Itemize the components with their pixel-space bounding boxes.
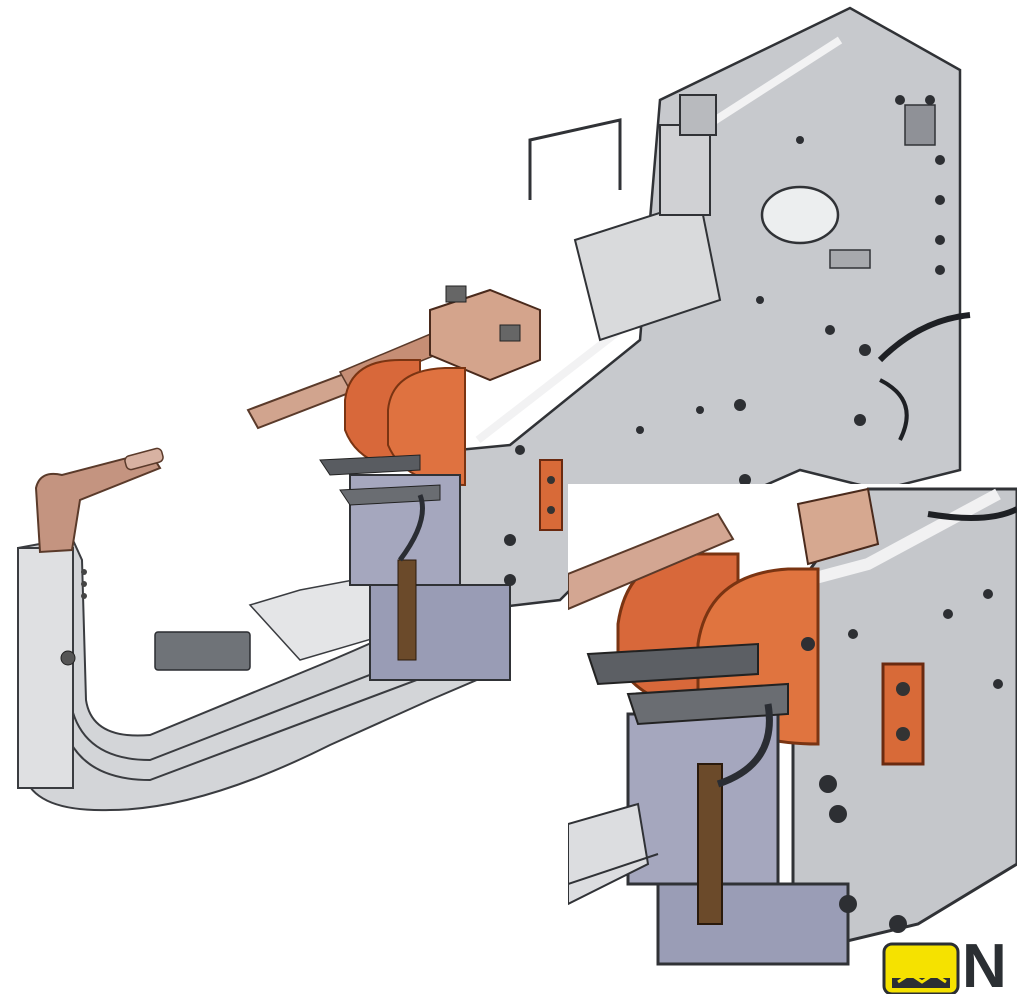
cylinder [573,94,722,342]
brand-logo-mark-icon [882,942,960,996]
detail-inset-illustration [568,484,1017,994]
copper-shunt [344,359,466,487]
transformer-block [319,454,511,681]
lower-electrode [34,447,164,554]
detail-inset [568,484,1017,994]
copper-terminal [539,459,563,531]
brand-logo-letter: N [962,932,1007,1001]
clamp-block [429,285,541,382]
plate-bolts [504,95,945,586]
hoses [877,312,971,441]
brand-logo: N [882,936,1017,998]
